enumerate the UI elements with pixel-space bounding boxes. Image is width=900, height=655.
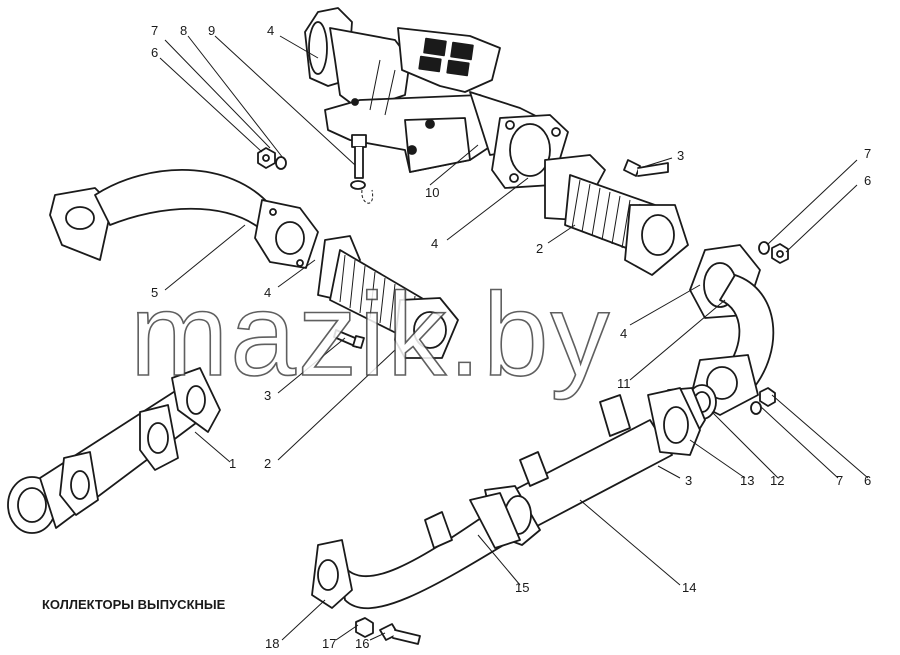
nut-washer-left [257,147,287,170]
callout-13: 13 [740,473,754,488]
callout-2: 2 [264,456,271,471]
callout-5: 5 [151,285,158,300]
callout-4: 4 [267,23,274,38]
diagram-caption: КОЛЛЕКТОРЫ ВЫПУСКНЫЕ [42,597,226,612]
curved-pipe-part-5 [49,168,319,269]
callout-7: 7 [836,473,843,488]
callouts: 7 8 9 6 4 10 3 7 6 4 2 5 4 4 11 3 1 2 3 … [151,23,871,651]
leader-lines [159,35,869,641]
callout-10: 10 [425,185,439,200]
manifold-bolt [350,134,374,204]
callout-12: 12 [770,473,784,488]
bellows-left-part-2 [317,235,459,359]
callout-6: 6 [864,173,871,188]
callout-18: 18 [265,636,279,651]
nut-washer-right [758,241,789,264]
callout-4: 4 [431,236,438,251]
bolt-upper-right [623,159,669,177]
callout-15: 15 [515,580,529,595]
callout-1: 1 [229,456,236,471]
callout-14: 14 [682,580,696,595]
callout-3: 3 [677,148,684,163]
bellows-right-part-2 [544,154,689,276]
nut-bolt-bottom [355,617,421,645]
callout-2: 2 [536,241,543,256]
callout-8: 8 [180,23,187,38]
manifold-casting-part-10 [304,7,541,173]
callout-7: 7 [151,23,158,38]
nut-washer-lower [750,387,776,415]
callout-9: 9 [208,23,215,38]
callout-3: 3 [264,388,271,403]
callout-4: 4 [620,326,627,341]
callout-6: 6 [864,473,871,488]
lower-pipe-part-15 [339,485,541,610]
long-pipe-part-14 [494,387,701,536]
watermark-text: mazik.by [130,269,612,401]
callout-16: 16 [355,636,369,651]
bolt-left [333,329,365,349]
flange-part-18 [311,539,353,609]
callout-4: 4 [264,285,271,300]
callout-7: 7 [864,146,871,161]
callout-17: 17 [322,636,336,651]
callout-3: 3 [685,473,692,488]
callout-11: 11 [617,376,631,391]
callout-6: 6 [151,45,158,60]
front-pipe-part-1 [7,367,221,534]
